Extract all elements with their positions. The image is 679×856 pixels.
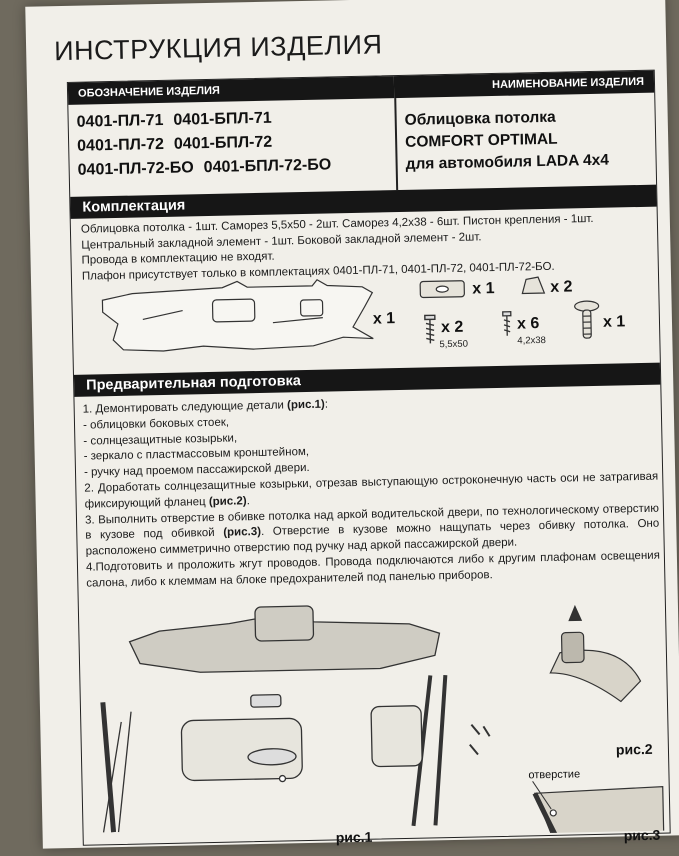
product-codes: 0401-ПЛ-71 0401-БПЛ-71 0401-ПЛ-72 0401-Б…: [76, 104, 393, 183]
screw-small-size: 4,2x38: [517, 335, 546, 347]
code-item: 0401-БПЛ-72: [174, 131, 273, 157]
figure-ref: (рис.2): [209, 495, 247, 508]
figure-ref: (рис.1): [287, 399, 325, 412]
prep-step-text: 1. Демонтировать следующие детали: [83, 399, 288, 415]
screw-large-size: 5,5x50: [439, 339, 468, 351]
code-item: 0401-ПЛ-72: [77, 133, 164, 159]
code-item: 0401-ПЛ-72-БО: [77, 156, 194, 182]
screw-large-drawing: [425, 315, 436, 343]
figure-2-drawing: [549, 605, 641, 703]
figure-ref: (рис.3): [223, 526, 261, 539]
code-item: 0401-БПЛ-71: [173, 107, 272, 133]
hole-label: отверстие: [528, 768, 580, 781]
figure-3-label: рис.3: [624, 827, 661, 844]
piston-qty: x 1: [603, 313, 626, 331]
figure-2-label: рис.2: [616, 741, 653, 758]
screw-small-qty: x 6: [517, 315, 540, 333]
designation-header: ОБОЗНАЧЕНИЕ ИЗДЕЛИЯ: [68, 76, 394, 105]
screw-small-drawing: [503, 312, 512, 336]
figure-1-drawing: [99, 602, 492, 832]
product-name: Облицовка потолка COMFORT OPTIMAL для ав…: [404, 105, 651, 176]
figure-1-label: рис.1: [336, 829, 373, 846]
kit-diagram: x 1 x 1 x 2 x 2 5,5x50 x 6 4,2x38 x 1: [72, 271, 660, 373]
header-divider: [394, 98, 397, 190]
page-title: ИНСТРУКЦИЯ ИЗДЕЛИЯ: [54, 29, 383, 67]
panel-qty: x 1: [373, 310, 396, 328]
center-insert-qty: x 1: [472, 280, 495, 298]
prep-instructions: 1. Демонтировать следующие детали (рис.1…: [83, 391, 661, 593]
screw-large-qty: x 2: [441, 319, 464, 337]
ceiling-panel-drawing: [102, 279, 373, 353]
code-item: 0401-БПЛ-72-БО: [203, 153, 331, 180]
code-item: 0401-ПЛ-71: [76, 109, 163, 135]
piston-drawing: [575, 301, 600, 338]
center-insert-drawing: [420, 281, 464, 298]
prep-step-text: .: [246, 495, 249, 507]
figures-area: рис.1 рис.2 рис.3 отверстие: [79, 591, 670, 843]
prep-step-text: :: [325, 399, 328, 411]
instruction-sheet: ИНСТРУКЦИЯ ИЗДЕЛИЯ ОБОЗНАЧЕНИЕ ИЗДЕЛИЯ Н…: [25, 0, 679, 849]
side-insert-drawing: [522, 277, 544, 293]
figures-drawing: [79, 591, 670, 843]
product-name-line: для автомобиля LADA 4x4: [405, 149, 651, 176]
side-insert-qty: x 2: [550, 278, 573, 296]
name-header: НАИМЕНОВАНИЕ ИЗДЕЛИЯ: [394, 71, 654, 98]
instruction-frame: ОБОЗНАЧЕНИЕ ИЗДЕЛИЯ НАИМЕНОВАНИЕ ИЗДЕЛИЯ…: [67, 70, 671, 846]
